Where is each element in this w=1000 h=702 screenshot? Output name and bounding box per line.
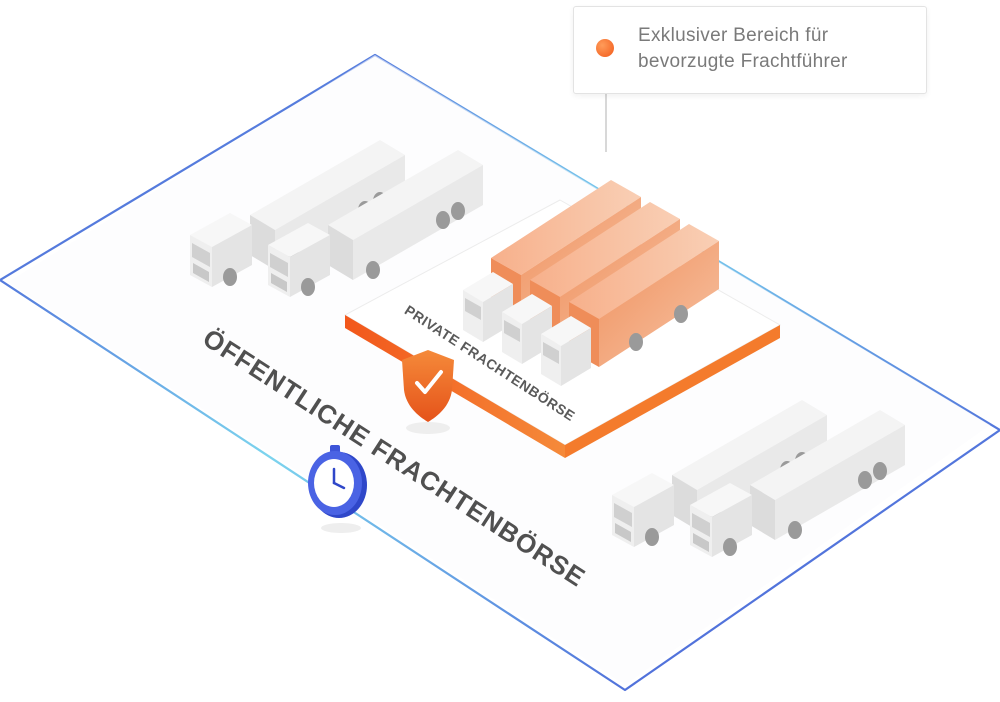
callout-line-1: Exklusiver Bereich für: [638, 25, 829, 46]
orange-dot-icon: [596, 39, 614, 57]
info-callout: Exklusiver Bereich für bevorzugte Fracht…: [573, 6, 927, 94]
stopwatch-icon: [308, 445, 367, 533]
shield-check-icon: [402, 350, 454, 434]
callout-line-2: bevorzugte Frachtführer: [638, 51, 848, 72]
private-truck-group: [463, 180, 719, 386]
callout-text: Exklusiver Bereich für bevorzugte Fracht…: [638, 23, 918, 75]
